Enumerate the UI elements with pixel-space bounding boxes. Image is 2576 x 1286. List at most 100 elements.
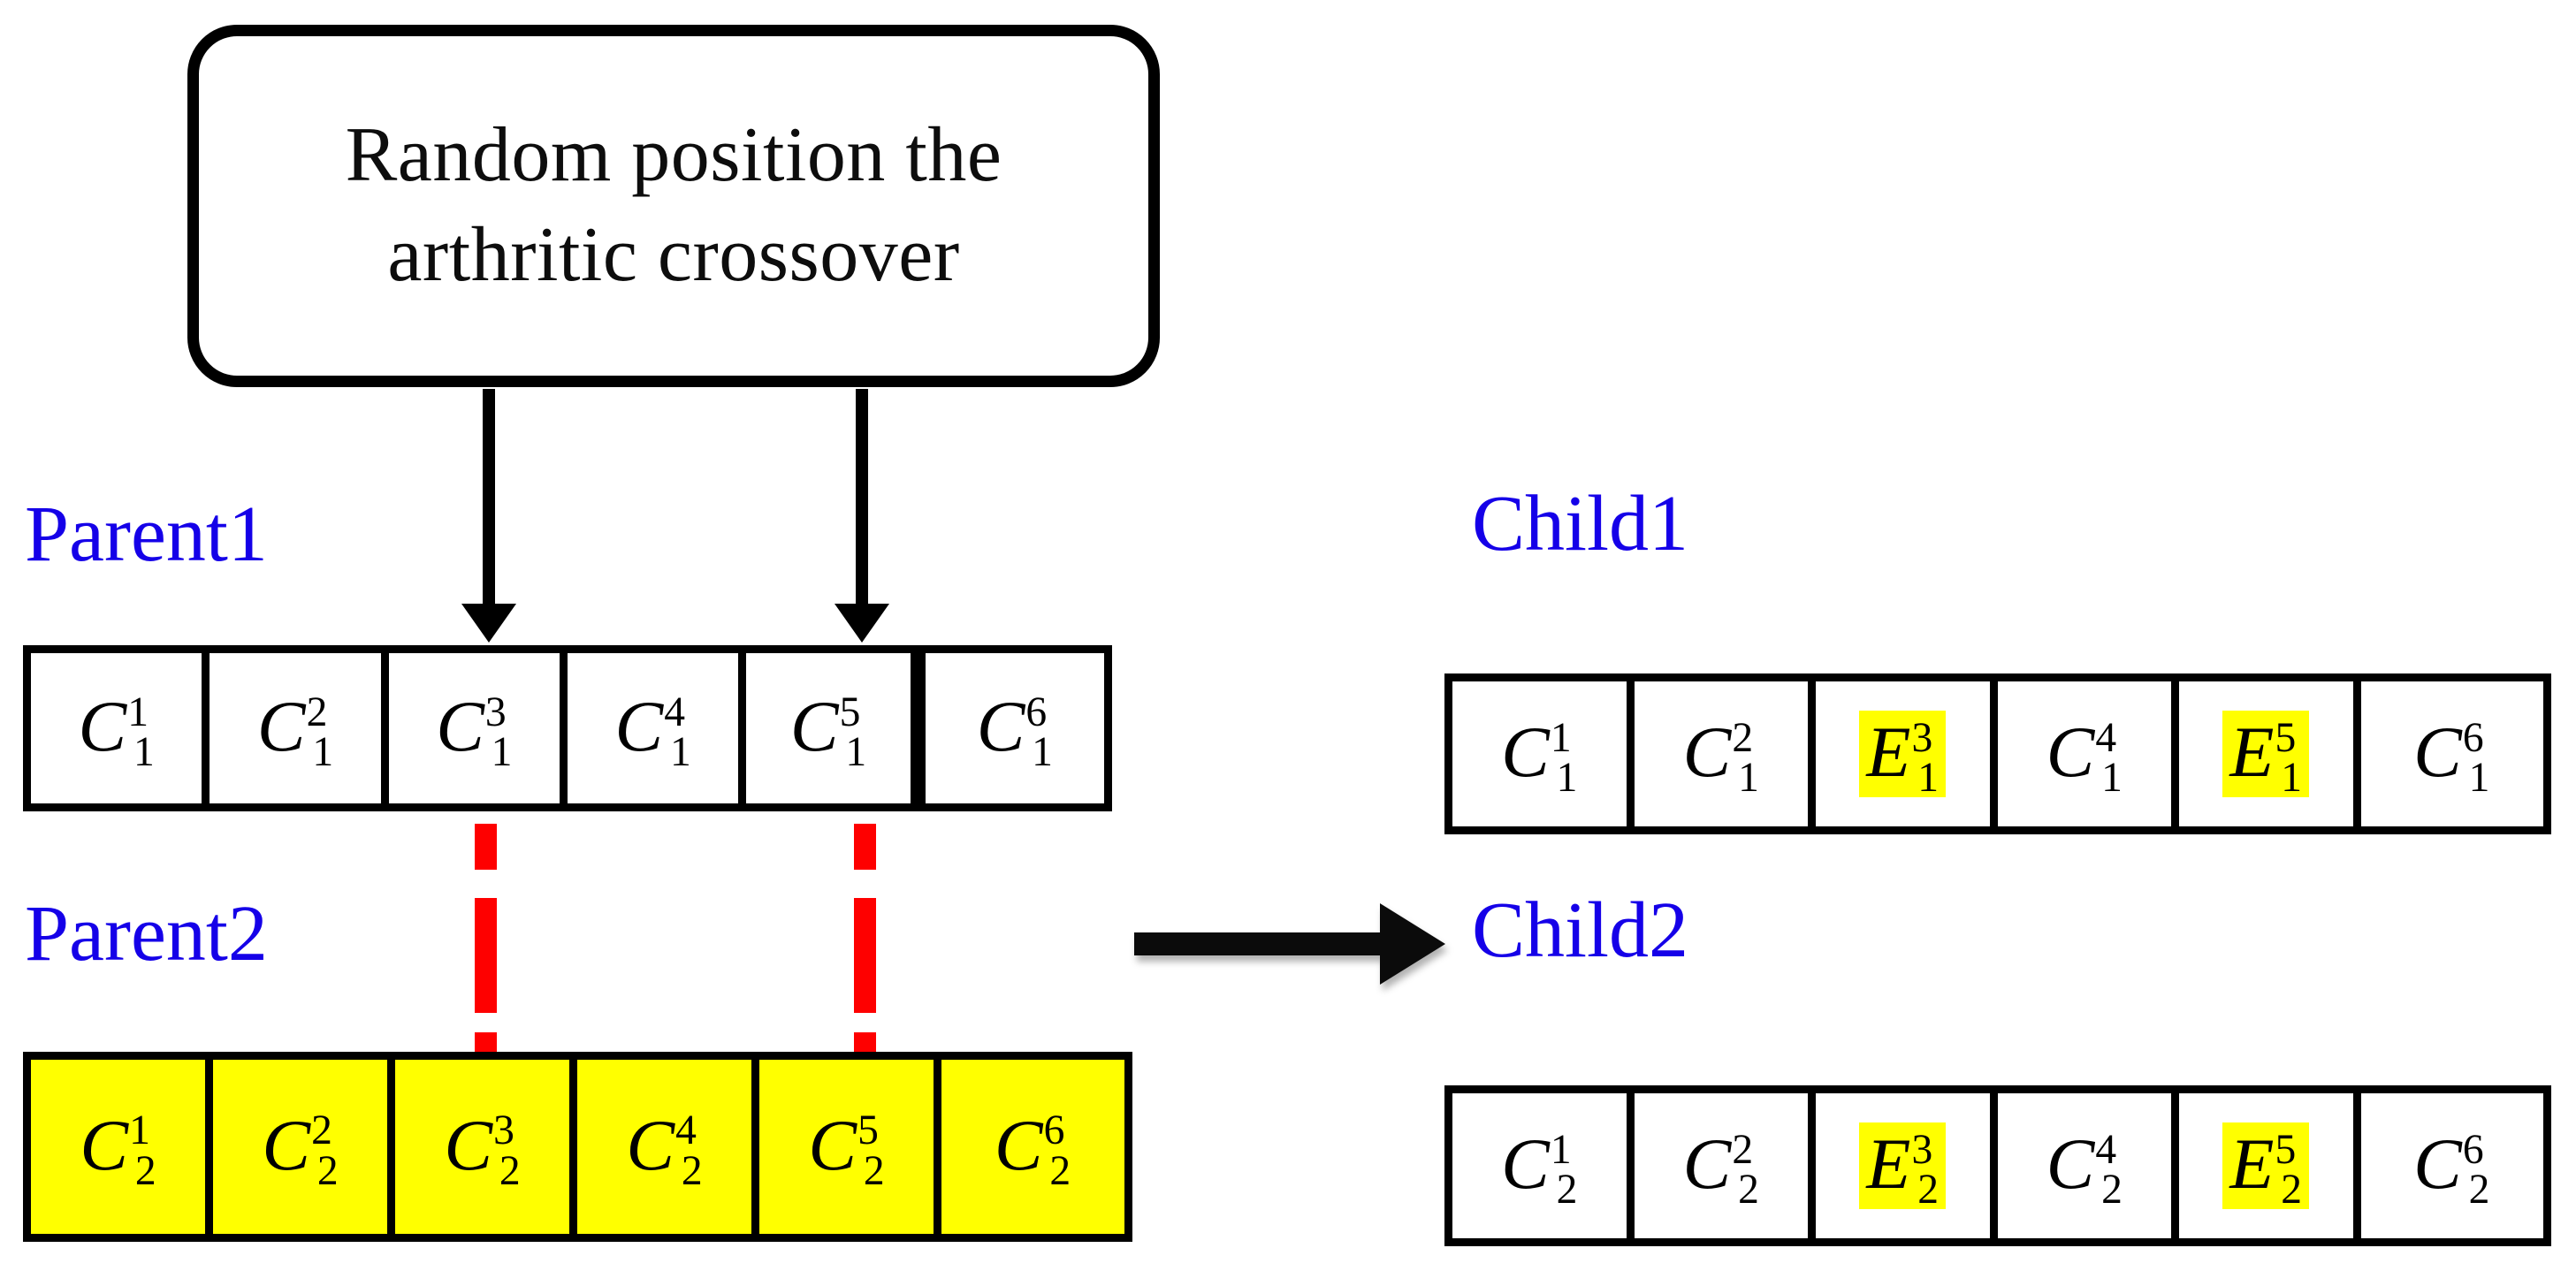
gene-subscript: 1 <box>670 729 691 776</box>
gene-superscript: 4 <box>664 689 685 735</box>
gene-token-highlighted: E52 <box>2222 1122 2310 1211</box>
parent1-chromosome: C11 C21 C31 C41 C51 C61 <box>23 645 1112 811</box>
gene-cell[interactable]: C41 <box>1997 681 2179 826</box>
gene-token: C21 <box>250 685 340 776</box>
parent2-chromosome: C12 C22 C32 C42 C52 C62 <box>23 1052 1132 1242</box>
gene-cell[interactable]: C51 <box>746 653 926 803</box>
gene-superscript: 2 <box>306 689 328 735</box>
gene-subscript: 2 <box>134 1147 156 1194</box>
gene-cell[interactable]: C32 <box>395 1060 577 1234</box>
child1-chromosome: C11 C21 E31 C41 E51 C61 <box>1444 673 2551 834</box>
gene-symbol: C <box>626 1104 675 1185</box>
dash-segment <box>475 824 497 870</box>
gene-superscript: 6 <box>1043 1107 1065 1154</box>
gene-superscript: 6 <box>2462 1126 2484 1173</box>
gene-cell[interactable]: C11 <box>1452 681 1635 826</box>
gene-cell[interactable]: C52 <box>759 1060 941 1234</box>
gene-symbol: C <box>1501 1123 1550 1204</box>
gene-cell[interactable]: C22 <box>213 1060 395 1234</box>
gene-cell[interactable]: C21 <box>210 653 389 803</box>
gene-superscript: 5 <box>857 1107 879 1154</box>
gene-token: C31 <box>429 685 519 776</box>
gene-subscript: 1 <box>133 729 155 776</box>
crossover-result-arrow <box>1134 932 1382 955</box>
gene-superscript: 5 <box>839 689 861 735</box>
random-crossover-callout: Random position the arthritic crossover <box>187 25 1160 387</box>
gene-subscript: 1 <box>845 729 867 776</box>
gene-symbol: C <box>444 1104 493 1185</box>
gene-token-highlighted: E51 <box>2222 711 2310 799</box>
gene-symbol: C <box>1501 711 1550 792</box>
gene-symbol: E <box>2229 1123 2275 1204</box>
gene-cell[interactable]: C12 <box>1452 1093 1635 1238</box>
gene-symbol: C <box>976 686 1025 766</box>
gene-cell[interactable]: C41 <box>567 653 747 803</box>
gene-cell-crossover[interactable]: E31 <box>1816 681 1998 826</box>
gene-token: C22 <box>255 1104 345 1194</box>
callout-line-2: arthritic crossover <box>387 212 960 298</box>
gene-symbol: C <box>994 1104 1043 1185</box>
gene-token: C22 <box>1676 1122 1766 1212</box>
gene-subscript: 2 <box>2101 1167 2123 1214</box>
gene-cell[interactable]: C42 <box>1997 1093 2179 1238</box>
gene-subscript: 1 <box>2468 755 2490 802</box>
dash-segment <box>854 898 876 1013</box>
gene-subscript: 2 <box>2281 1167 2303 1214</box>
gene-superscript: 1 <box>127 689 149 735</box>
gene-token: C61 <box>2406 711 2496 800</box>
gene-symbol: C <box>256 686 306 766</box>
gene-symbol: C <box>2046 711 2095 792</box>
gene-cell[interactable]: C21 <box>1634 681 1816 826</box>
gene-cell[interactable]: C12 <box>31 1060 213 1234</box>
crossover-point-arrow-2 <box>856 389 868 607</box>
gene-subscript: 1 <box>312 729 334 776</box>
gene-subscript: 2 <box>1917 1167 1940 1214</box>
gene-superscript: 2 <box>1732 1126 1754 1173</box>
gene-cell[interactable]: C11 <box>31 653 210 803</box>
gene-superscript: 2 <box>311 1107 332 1154</box>
gene-token: C11 <box>72 685 162 776</box>
gene-superscript: 3 <box>484 689 507 735</box>
gene-cell[interactable]: C61 <box>925 653 1104 803</box>
parent2-label: Parent2 <box>25 890 268 978</box>
gene-superscript: 1 <box>1550 1126 1572 1173</box>
gene-cell[interactable]: C61 <box>2360 681 2542 826</box>
gene-superscript: 5 <box>2275 714 2297 761</box>
gene-subscript: 2 <box>1049 1147 1071 1194</box>
gene-subscript: 1 <box>1032 729 1053 776</box>
gene-subscript: 1 <box>1738 755 1759 802</box>
gene-superscript: 3 <box>493 1107 514 1154</box>
gene-superscript: 1 <box>1550 714 1572 761</box>
gene-subscript: 1 <box>491 729 513 776</box>
gene-superscript: 6 <box>1025 689 1048 735</box>
gene-cell-crossover[interactable]: E51 <box>2179 681 2361 826</box>
gene-subscript: 2 <box>863 1147 885 1194</box>
gene-token: C51 <box>783 685 873 776</box>
gene-cell[interactable]: C31 <box>388 653 568 803</box>
gene-subscript: 1 <box>2101 755 2123 802</box>
gene-cell[interactable]: C62 <box>941 1060 1124 1234</box>
gene-cell[interactable]: C62 <box>2360 1093 2542 1238</box>
crossover-dashed-line-2 <box>854 810 876 1062</box>
gene-token: C42 <box>619 1104 709 1192</box>
gene-superscript: 4 <box>2095 714 2117 761</box>
gene-token: C62 <box>2406 1122 2496 1212</box>
gene-symbol: C <box>78 686 127 766</box>
gene-subscript: 2 <box>316 1147 339 1194</box>
gene-symbol: C <box>2413 711 2462 792</box>
gene-token: C52 <box>801 1104 891 1194</box>
gene-symbol: C <box>2046 1123 2095 1204</box>
gene-cell[interactable]: C22 <box>1634 1093 1816 1238</box>
gene-token-highlighted: E31 <box>1859 711 1947 799</box>
gene-cell[interactable]: C42 <box>577 1060 759 1234</box>
gene-subscript: 1 <box>1556 755 1578 802</box>
child2-label: Child2 <box>1472 887 1689 974</box>
gene-superscript: 3 <box>1911 1126 1933 1173</box>
gene-symbol: C <box>789 686 839 766</box>
gene-cell-crossover[interactable]: E32 <box>1816 1093 1998 1238</box>
parent1-label: Parent1 <box>25 491 268 578</box>
gene-symbol: C <box>2413 1123 2462 1204</box>
gene-symbol: C <box>436 686 484 766</box>
gene-symbol: C <box>80 1104 129 1185</box>
gene-cell-crossover[interactable]: E52 <box>2179 1093 2361 1238</box>
